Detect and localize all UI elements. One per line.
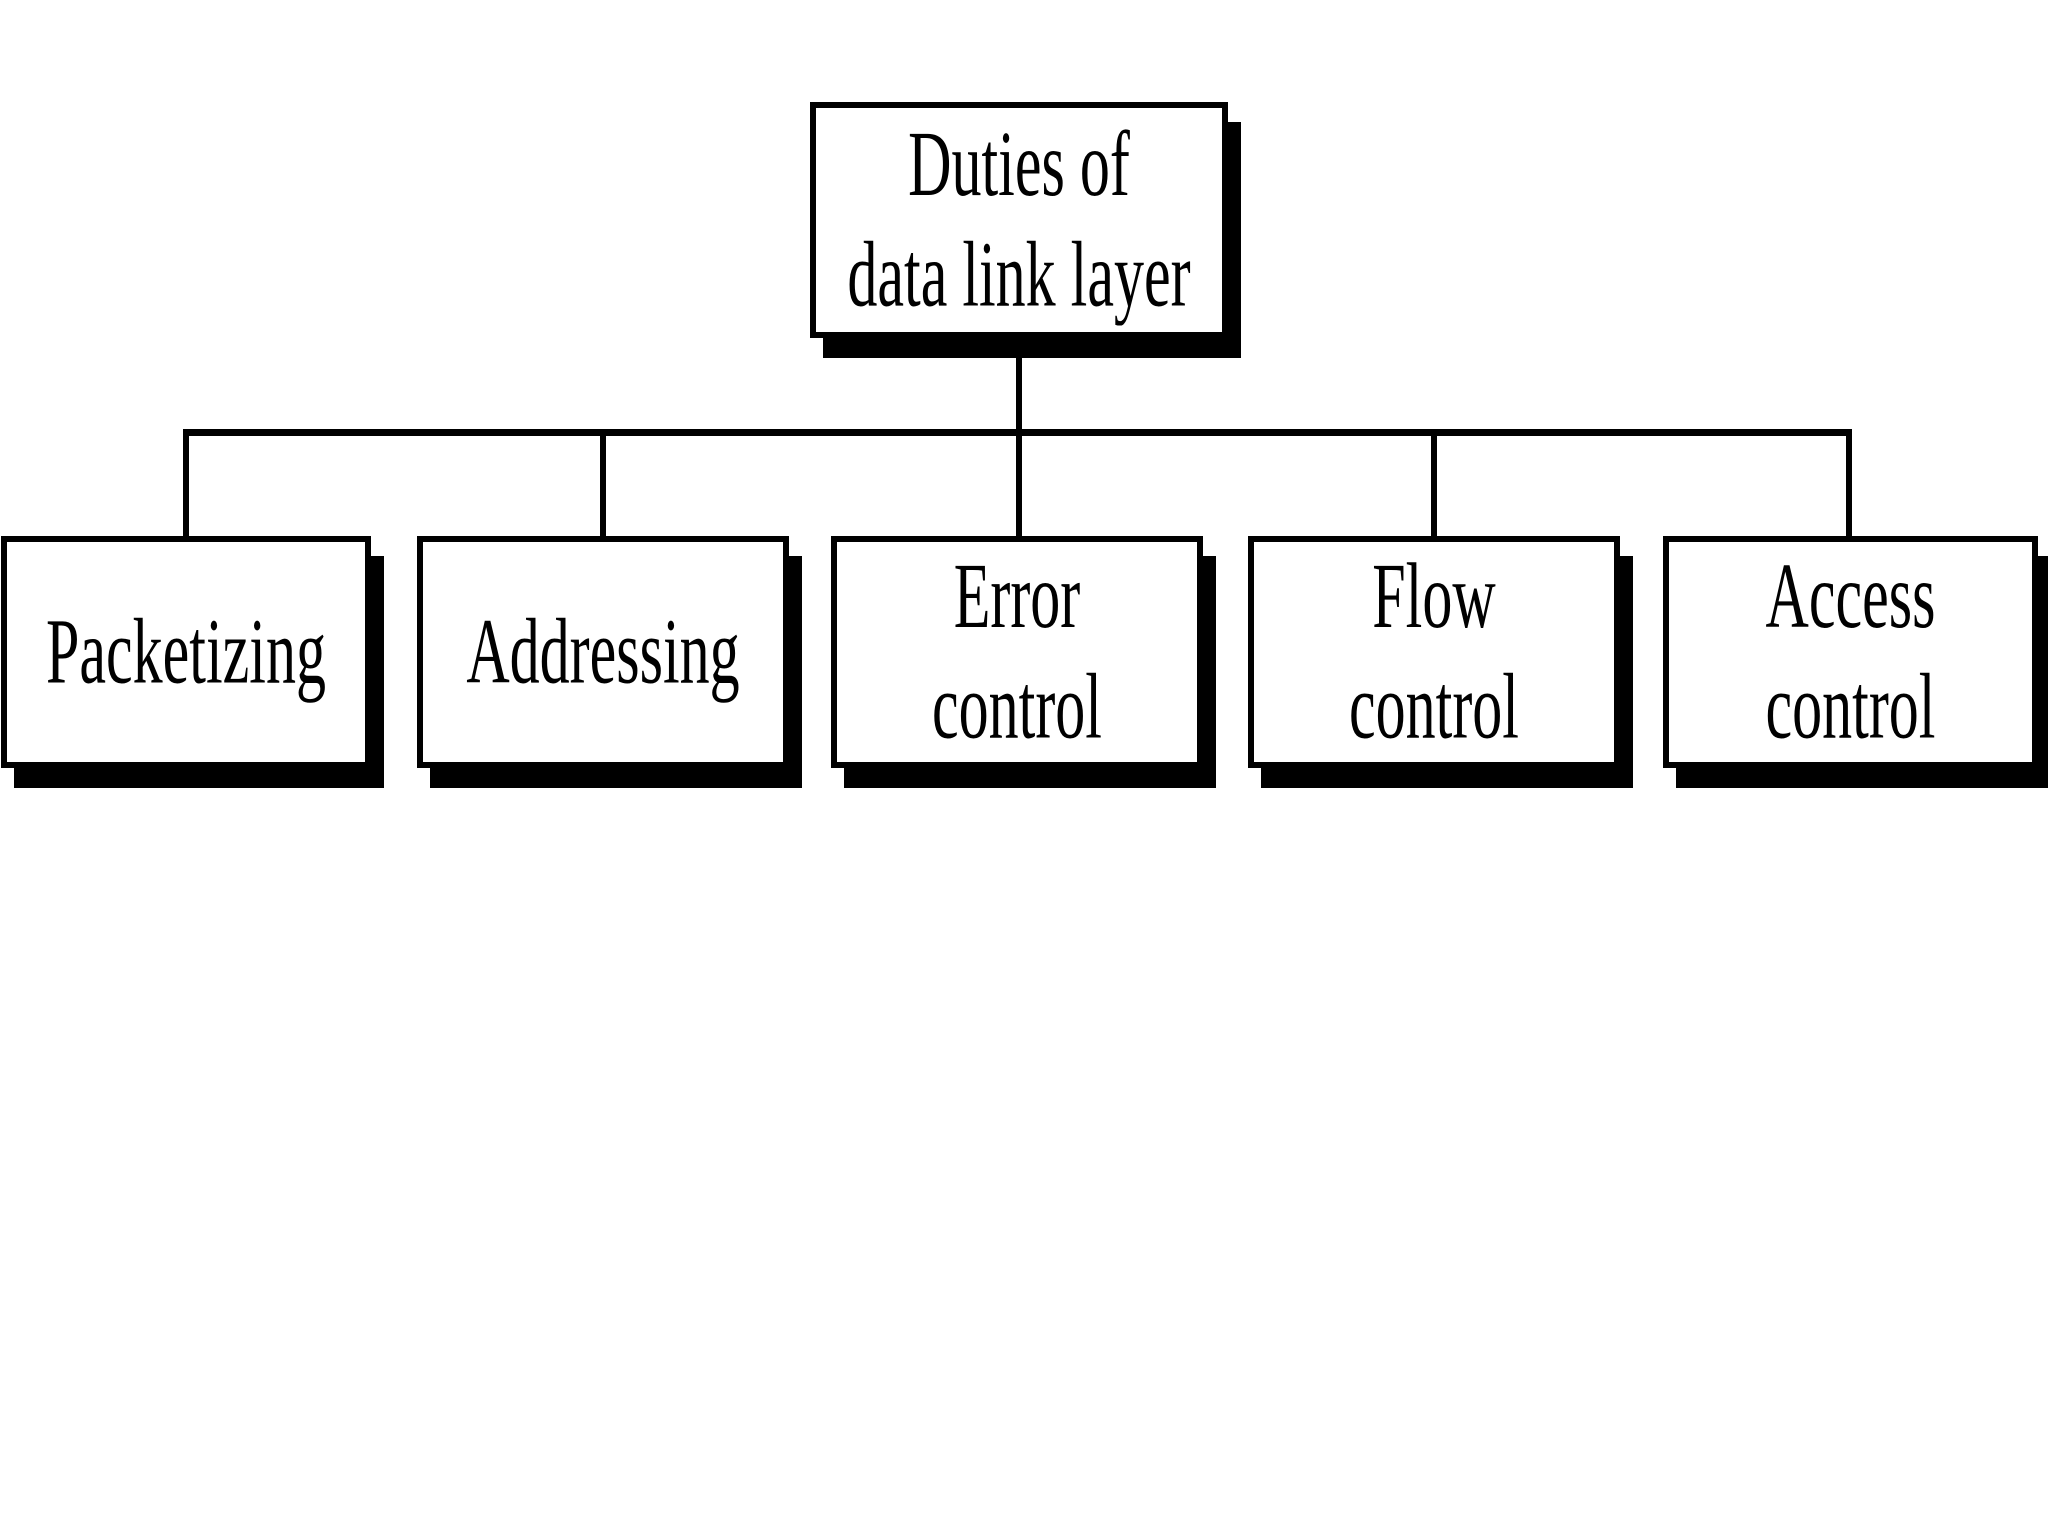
node-packetizing: Packetizing <box>1 536 371 768</box>
node-duties-of-data-link-layer: Duties of data link layer <box>810 102 1228 338</box>
connector-drop-access-control <box>1846 432 1852 538</box>
node-label-line: Error <box>953 545 1081 648</box>
node-label-addressing: Addressing <box>466 597 739 707</box>
node-error-control: Error control <box>831 536 1203 768</box>
node-label-line: Access <box>1765 545 1936 648</box>
connector-root-stem <box>1016 330 1022 436</box>
node-label-flow-control: Flow control <box>1349 542 1519 762</box>
connector-drop-packetizing <box>183 432 189 538</box>
node-flow-control: Flow control <box>1248 536 1620 768</box>
node-label-error-control: Error control <box>932 542 1102 762</box>
node-label-line: Duties of <box>908 113 1130 216</box>
node-label-line: control <box>1765 655 1936 758</box>
node-addressing: Addressing <box>417 536 789 768</box>
connector-drop-flow-control <box>1431 432 1437 538</box>
node-label-line: control <box>1349 655 1519 758</box>
node-label-duties-of-data-link-layer: Duties of data link layer <box>847 110 1190 330</box>
node-label-access-control: Access control <box>1766 542 1936 762</box>
node-label-line: Packetizing <box>46 600 326 703</box>
connector-drop-error-control <box>1016 432 1022 538</box>
node-label-packetizing: Packetizing <box>46 597 326 707</box>
node-label-line: data link layer <box>847 223 1191 326</box>
node-label-line: control <box>932 655 1102 758</box>
connector-drop-addressing <box>600 432 606 538</box>
node-label-line: Flow <box>1372 545 1496 648</box>
node-access-control: Access control <box>1663 536 2038 768</box>
node-label-line: Addressing <box>466 600 740 703</box>
